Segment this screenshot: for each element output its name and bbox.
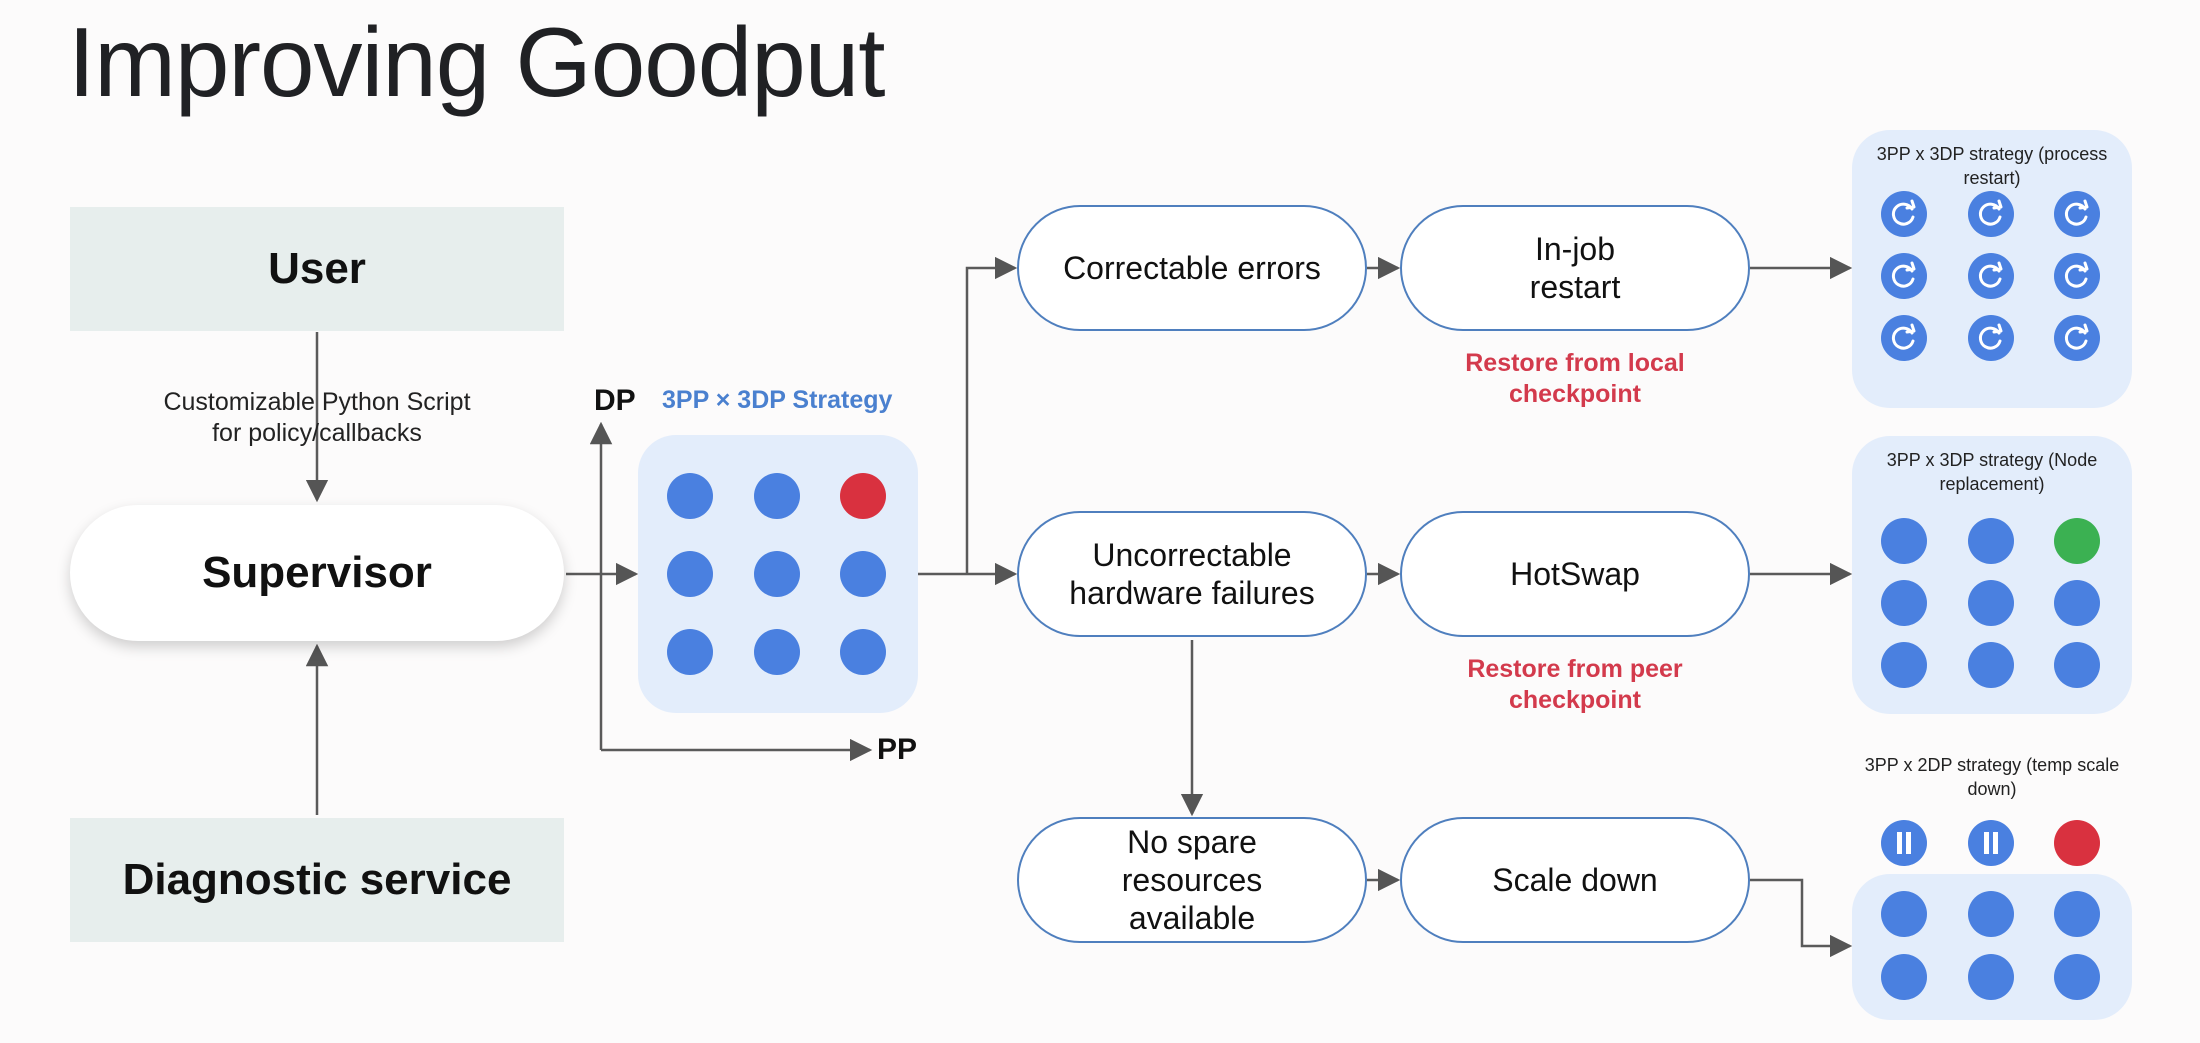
restart-icon (1968, 315, 2014, 361)
scale-dot (1881, 954, 1927, 1000)
uncorrectable-failures-label: Uncorrectable hardware failures (1069, 537, 1315, 611)
node-dot-replaced (2054, 518, 2100, 564)
process-restart-caption: 3PP x 3DP strategy (process restart) (1876, 144, 2108, 188)
uncorrectable-failures-node: Uncorrectable hardware failures (1017, 511, 1367, 637)
node-replacement-panel: 3PP x 3DP strategy (Node replacement) (1852, 436, 2132, 714)
policy-caption: Customizable Python Script for policy/ca… (163, 388, 471, 447)
restore-local-note: Restore from local checkpoint (1465, 349, 1685, 408)
scale-dot (1968, 891, 2014, 937)
user-box: User (70, 207, 564, 331)
grid-dot (667, 551, 713, 597)
grid-dot (840, 551, 886, 597)
node-dot (1968, 518, 2014, 564)
diagnostic-service-box: Diagnostic service (70, 818, 564, 942)
scale-dot (1968, 954, 2014, 1000)
diagnostic-service-label: Diagnostic service (122, 855, 512, 904)
correctable-errors-label: Correctable errors (1063, 250, 1321, 286)
scale-dot (2054, 954, 2100, 1000)
node-replacement-caption: 3PP x 3DP strategy (Node replacement) (1886, 450, 2098, 494)
grid-dot (754, 473, 800, 519)
node-dot (2054, 580, 2100, 626)
node-dot (1881, 518, 1927, 564)
node-dot (2054, 642, 2100, 688)
grid-dot-failed (840, 473, 886, 519)
supervisor-node: Supervisor (70, 505, 564, 641)
pause-icon (1968, 820, 2014, 866)
node-dot (1881, 580, 1927, 626)
hotswap-label: HotSwap (1510, 556, 1640, 592)
strategy-label: 3PP × 3DP Strategy (662, 386, 893, 414)
strategy-grid-panel (638, 435, 918, 713)
grid-dot (754, 629, 800, 675)
user-label: User (268, 244, 366, 293)
branch-to-correctable-arrow (965, 256, 1018, 574)
grid-dot (754, 551, 800, 597)
process-restart-panel: 3PP x 3DP strategy (process restart) (1852, 130, 2132, 408)
restart-icon (1881, 191, 1927, 237)
failed-node-dot (2054, 820, 2100, 866)
hotswap-node: HotSwap (1400, 511, 1750, 637)
page-title: Improving Goodput (68, 7, 885, 117)
scale-down-caption: 3PP x 2DP strategy (temp scale down) (1864, 755, 2120, 799)
dp-axis-label: DP (594, 384, 636, 417)
grid-dot (667, 629, 713, 675)
no-spare-resources-node: No spare resources available (1017, 817, 1367, 943)
pause-icon (1881, 820, 1927, 866)
restart-icon (1881, 253, 1927, 299)
correctable-errors-node: Correctable errors (1017, 205, 1367, 331)
scale-down-panel (1852, 874, 2132, 1020)
restore-peer-note: Restore from peer checkpoint (1467, 655, 1683, 714)
pp-axis-label: PP (877, 733, 918, 766)
scaledown-to-outcome-arrow (1750, 878, 1853, 958)
scale-down-label: Scale down (1492, 862, 1658, 898)
scale-dot (1881, 891, 1927, 937)
node-dot (1968, 642, 2014, 688)
no-spare-resources-label: No spare resources available (1121, 824, 1263, 936)
restart-icon (2054, 315, 2100, 361)
scale-dot (2054, 891, 2100, 937)
restart-icon (1881, 315, 1927, 361)
supervisor-label: Supervisor (202, 548, 432, 597)
restart-icon (2054, 253, 2100, 299)
scale-down-header-row (1852, 816, 2132, 870)
in-job-restart-node: In-job restart (1400, 205, 1750, 331)
restart-icon (2054, 191, 2100, 237)
in-job-restart-label: In-job restart (1529, 231, 1621, 305)
grid-dot (667, 473, 713, 519)
grid-dot (840, 629, 886, 675)
scale-down-node: Scale down (1400, 817, 1750, 943)
restart-icon (1968, 191, 2014, 237)
restart-icon (1968, 253, 2014, 299)
node-dot (1968, 580, 2014, 626)
node-dot (1881, 642, 1927, 688)
